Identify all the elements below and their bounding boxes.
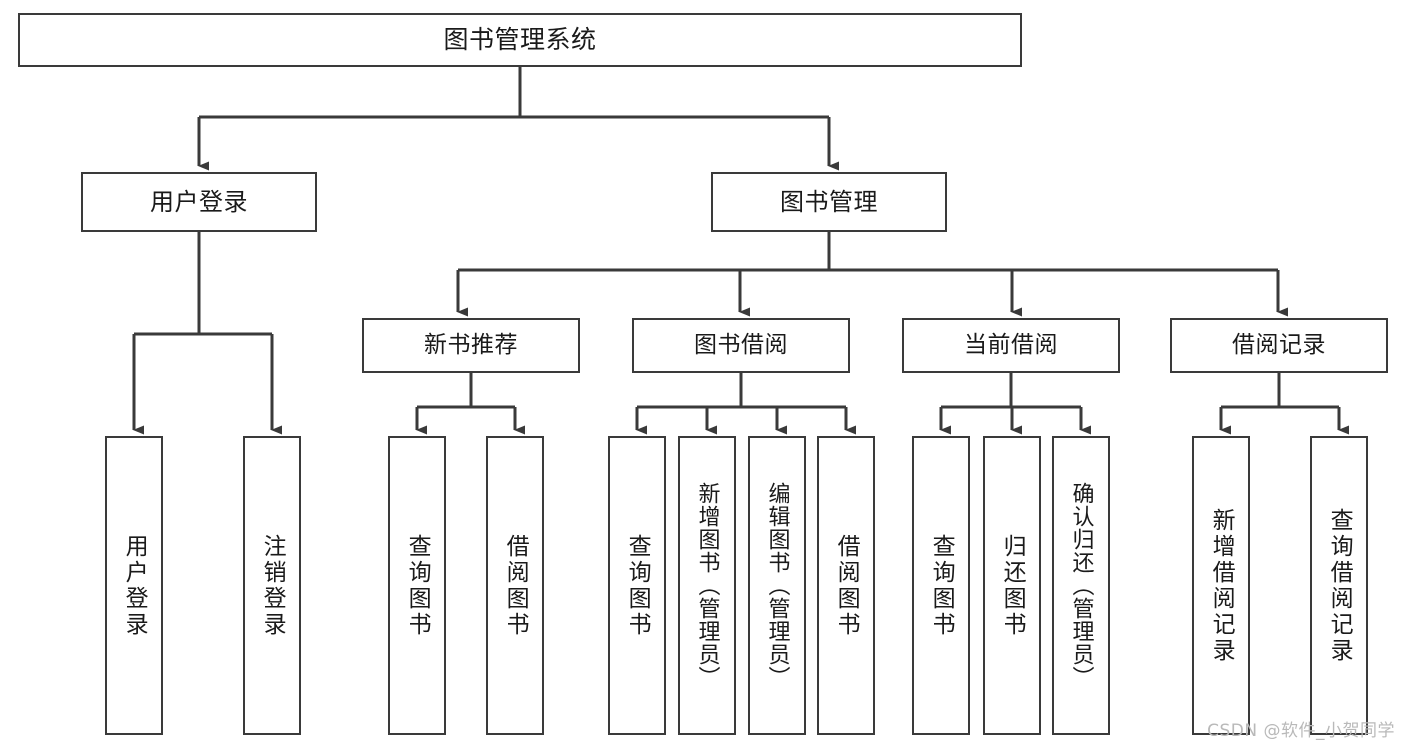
node-user-login-label: 用户登录 bbox=[150, 187, 248, 216]
node-book-manage[interactable]: 图书管理 bbox=[711, 172, 947, 232]
node-leaf-borrow-book-1[interactable]: 借阅图书 bbox=[486, 436, 544, 735]
node-leaf-borrow-book-1-label: 借阅图书 bbox=[502, 533, 529, 638]
node-book-borrow[interactable]: 图书借阅 bbox=[632, 318, 850, 373]
node-leaf-query-book-2-label: 查询图书 bbox=[624, 533, 651, 638]
node-leaf-borrow-book-2[interactable]: 借阅图书 bbox=[817, 436, 875, 735]
node-leaf-query-record-label: 查询借阅记录 bbox=[1326, 507, 1353, 664]
node-leaf-query-record[interactable]: 查询借阅记录 bbox=[1310, 436, 1368, 735]
node-leaf-user-login[interactable]: 用户登录 bbox=[105, 436, 163, 735]
node-current-borrow[interactable]: 当前借阅 bbox=[902, 318, 1120, 373]
node-leaf-query-book-2[interactable]: 查询图书 bbox=[608, 436, 666, 735]
node-book-manage-label: 图书管理 bbox=[780, 187, 878, 216]
node-leaf-edit-book-label: 编辑图书（管理员） bbox=[764, 482, 790, 689]
node-book-borrow-label: 图书借阅 bbox=[694, 331, 788, 358]
node-leaf-borrow-book-2-label: 借阅图书 bbox=[833, 533, 860, 638]
node-user-login[interactable]: 用户登录 bbox=[81, 172, 317, 232]
node-borrow-record[interactable]: 借阅记录 bbox=[1170, 318, 1388, 373]
node-new-book-rec-label: 新书推荐 bbox=[424, 331, 518, 358]
node-leaf-confirm-return[interactable]: 确认归还（管理员） bbox=[1052, 436, 1110, 735]
node-new-book-rec[interactable]: 新书推荐 bbox=[362, 318, 580, 373]
node-leaf-add-record[interactable]: 新增借阅记录 bbox=[1192, 436, 1250, 735]
node-root-label: 图书管理系统 bbox=[443, 25, 597, 55]
node-leaf-query-book-1-label: 查询图书 bbox=[404, 533, 431, 638]
node-leaf-edit-book[interactable]: 编辑图书（管理员） bbox=[748, 436, 806, 735]
node-leaf-add-record-label: 新增借阅记录 bbox=[1208, 507, 1235, 664]
node-leaf-return-book[interactable]: 归还图书 bbox=[983, 436, 1041, 735]
node-leaf-confirm-return-label: 确认归还（管理员） bbox=[1068, 482, 1094, 689]
node-borrow-record-label: 借阅记录 bbox=[1232, 331, 1326, 358]
node-leaf-return-book-label: 归还图书 bbox=[999, 533, 1026, 638]
node-leaf-logout[interactable]: 注销登录 bbox=[243, 436, 301, 735]
node-leaf-user-login-label: 用户登录 bbox=[121, 533, 148, 638]
node-current-borrow-label: 当前借阅 bbox=[964, 331, 1058, 358]
node-root-system[interactable]: 图书管理系统 bbox=[18, 13, 1022, 67]
node-leaf-query-book-3-label: 查询图书 bbox=[928, 533, 955, 638]
node-leaf-add-book-label: 新增图书（管理员） bbox=[694, 482, 720, 689]
node-leaf-query-book-3[interactable]: 查询图书 bbox=[912, 436, 970, 735]
node-leaf-add-book[interactable]: 新增图书（管理员） bbox=[678, 436, 736, 735]
node-leaf-logout-label: 注销登录 bbox=[259, 533, 286, 638]
node-leaf-query-book-1[interactable]: 查询图书 bbox=[388, 436, 446, 735]
